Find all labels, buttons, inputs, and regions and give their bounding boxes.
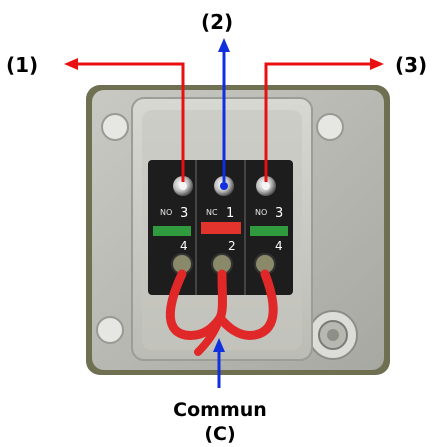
mounting-hole-icon	[101, 113, 129, 141]
module-terminal-number: 3	[275, 206, 283, 221]
module-terminal-number: 4	[275, 239, 283, 253]
module-terminal-number: 3	[180, 206, 188, 221]
arrow-common	[213, 338, 225, 388]
module-terminal-number: 4	[180, 239, 188, 253]
label-common: Commun (C)	[0, 398, 440, 446]
contact-bar	[201, 222, 241, 234]
cable-gland-icon	[308, 310, 358, 360]
label-terminal-1: (1)	[6, 53, 39, 77]
module-terminal-number: 1	[226, 206, 234, 221]
label-common-name: Commun	[173, 399, 267, 421]
arrow-terminal-2	[218, 38, 230, 182]
label-common-code: (C)	[204, 423, 236, 445]
module-contact-type: NC	[206, 208, 218, 217]
contact-bar	[250, 226, 288, 236]
arrow-terminal-3	[264, 58, 384, 182]
common-wires	[165, 269, 278, 356]
mounting-hole-icon	[316, 113, 344, 141]
module-contact-type: NO	[255, 208, 267, 217]
module-terminal-number: 2	[228, 239, 236, 253]
contact-blocks: NO 3 NC 1 NO 3 4 2 4	[148, 160, 293, 295]
arrow-terminal-1	[64, 58, 185, 182]
label-terminal-3: (3)	[395, 53, 428, 77]
module-contact-type: NO	[160, 208, 172, 217]
contact-bar	[153, 226, 191, 236]
mounting-hole-icon	[96, 316, 124, 344]
label-terminal-2: (2)	[201, 10, 234, 34]
